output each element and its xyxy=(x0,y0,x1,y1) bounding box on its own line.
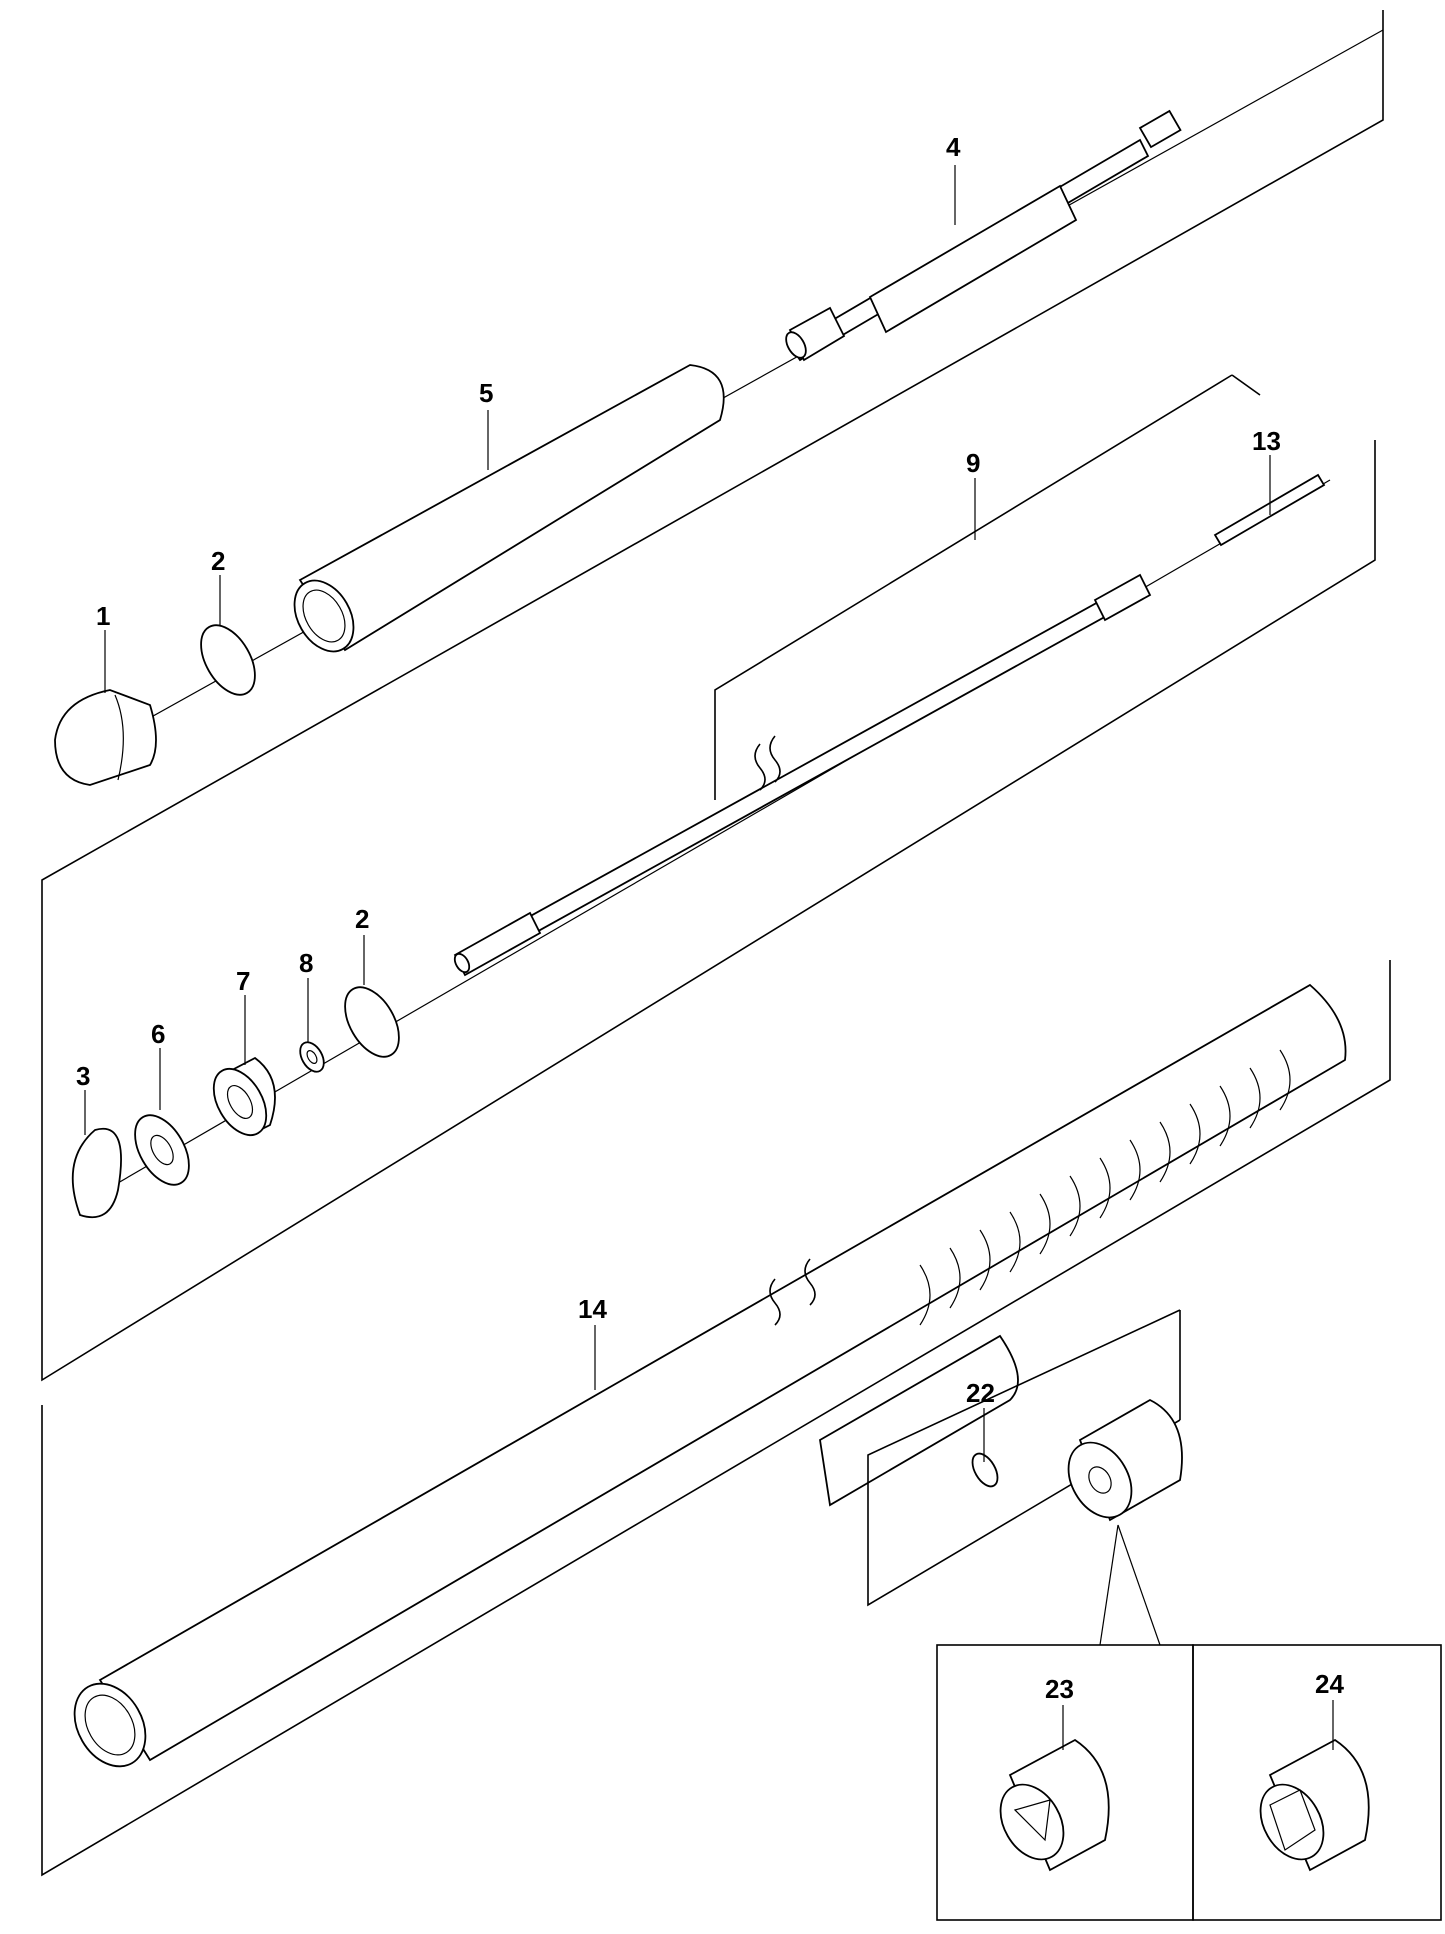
hose-ribs xyxy=(919,1049,1291,1326)
callout-2-lower: 2 xyxy=(355,904,369,934)
part-9-flex-shaft xyxy=(453,573,1152,977)
callout-13: 13 xyxy=(1252,426,1281,456)
panel-hose-frame xyxy=(41,960,1391,1877)
part-4-shaft xyxy=(785,109,1182,362)
callout-3: 3 xyxy=(76,1061,90,1091)
callout-7: 7 xyxy=(236,966,250,996)
panel-coupling-frame xyxy=(867,1309,1181,1607)
panel-head-frame xyxy=(41,10,1384,1210)
part-coupling xyxy=(1067,1398,1183,1522)
panel-shaft-frame xyxy=(41,374,1376,1382)
callout-14: 14 xyxy=(578,1294,607,1324)
axis-line-head xyxy=(109,29,1384,741)
callout-22: 22 xyxy=(966,1378,995,1408)
leader-coupling xyxy=(1099,1524,1119,1646)
option-box-24 xyxy=(1192,1644,1442,1921)
callout-2-upper: 2 xyxy=(211,546,225,576)
callout-24: 24 xyxy=(1315,1669,1344,1699)
part-5-tube xyxy=(293,364,725,653)
callout-9: 9 xyxy=(966,448,980,478)
callout-23: 23 xyxy=(1045,1674,1074,1704)
callout-1: 1 xyxy=(96,601,110,631)
part-8-washer xyxy=(299,1041,325,1073)
part-14-hose xyxy=(73,983,1347,1768)
callout-5: 5 xyxy=(479,378,493,408)
part-3-circlip xyxy=(71,1127,122,1219)
leader-coupling-2 xyxy=(1117,1524,1161,1646)
part-6-seal xyxy=(134,1114,190,1186)
part-7-bearing xyxy=(212,1056,276,1137)
option-box-23 xyxy=(936,1644,1194,1921)
part-2-oring-upper xyxy=(200,624,256,696)
callout-8: 8 xyxy=(299,948,313,978)
part-22-ring xyxy=(971,1452,999,1488)
callout-6: 6 xyxy=(151,1019,165,1049)
part-2-oring-lower xyxy=(344,986,400,1058)
callout-4: 4 xyxy=(946,132,961,162)
part-1-cap xyxy=(54,689,157,786)
